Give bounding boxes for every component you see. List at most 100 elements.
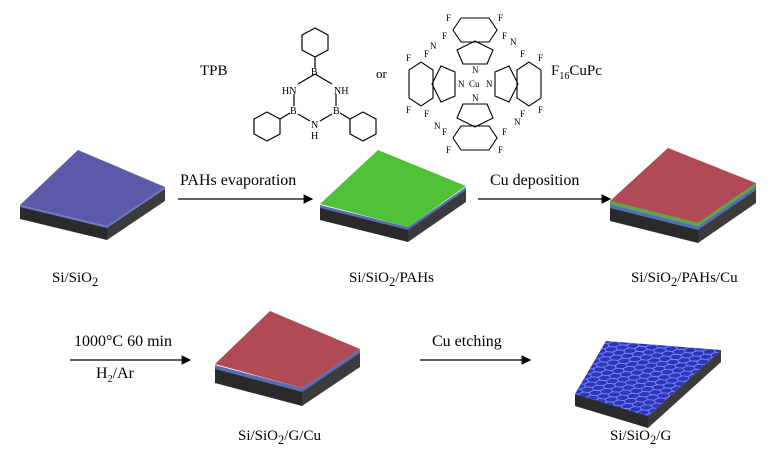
graphene-hexagon xyxy=(585,344,599,352)
or-label: or xyxy=(376,66,387,81)
fluorine-atom: F xyxy=(424,49,429,59)
graphene-hexagon xyxy=(556,396,569,402)
graphene-hexagon xyxy=(666,409,681,416)
graphene-hexagon xyxy=(640,341,654,343)
fluorine-atom: F xyxy=(538,105,543,115)
graphene-hexagon xyxy=(677,341,692,346)
graphene-hexagon xyxy=(559,391,572,397)
meso-nitrogen-atom: N xyxy=(510,37,517,47)
meso-nitrogen-atom: N xyxy=(514,117,521,127)
step3-label-line1: 1000°C 60 min xyxy=(74,333,172,350)
fluorine-atom: F xyxy=(446,14,451,23)
graphene-hexagon xyxy=(682,415,697,416)
graphene-hexagon xyxy=(588,341,602,347)
tpb-atom-b-right: B xyxy=(333,106,340,117)
graphene-hexagon xyxy=(683,397,698,404)
fluorine-atom: F xyxy=(424,109,429,119)
sample-label-graphene: Si/SiO2/G xyxy=(610,428,672,447)
graphene-hexagon xyxy=(622,335,635,341)
graphene-hexagon xyxy=(697,390,712,397)
fluorine-atom: F xyxy=(406,105,411,115)
f16cupc-label: F16CuPc xyxy=(551,63,602,82)
meso-nitrogen-atom: N xyxy=(434,121,441,131)
graphene-hexagon xyxy=(706,375,720,382)
sample-label-pahs: Si/SiO2/PAHs xyxy=(349,270,434,289)
wafer-pahs-top xyxy=(320,150,466,227)
wafer-graphene xyxy=(550,333,738,428)
tpb-atom-n-bottom: N xyxy=(311,120,318,131)
sample-label-pahs-cu: Si/SiO2/PAHs/Cu xyxy=(631,270,738,289)
tpb-phenyl-right xyxy=(349,111,377,142)
fluorine-atom: F xyxy=(538,53,543,63)
copper-atom: Cu xyxy=(469,79,480,89)
fluorine-atom: F xyxy=(498,14,503,23)
graphene-hexagon xyxy=(603,333,616,339)
graphene-hexagon xyxy=(575,369,585,377)
graphene-hexagon xyxy=(700,385,715,392)
wafer-g-cu xyxy=(215,311,360,406)
tpb-phenyl-left xyxy=(253,111,281,142)
graphene-hexagon xyxy=(667,341,681,347)
wafer-sio2-top xyxy=(20,150,165,226)
graphene-hexagon xyxy=(575,384,576,392)
graphene-hexagon xyxy=(725,345,738,351)
tpb-atom-b-left: B xyxy=(290,106,297,117)
tpb-atom-h-bottom: H xyxy=(311,131,318,142)
pyrrole-nitrogen-atom: N xyxy=(472,65,479,75)
graphene-hexagon xyxy=(691,400,706,407)
graphene-hexagon xyxy=(582,349,597,357)
graphene-hexagon xyxy=(575,364,588,372)
fluorine-atom: F xyxy=(498,145,503,154)
graphene-hexagon xyxy=(696,341,711,347)
graphene-hexagon xyxy=(694,395,709,402)
graphene-hexagon xyxy=(680,402,695,409)
graphene-hexagon xyxy=(610,341,624,343)
graphene-hexagon xyxy=(659,341,673,344)
sample-label-sio2: Si/SiO2 xyxy=(52,270,99,289)
fluorine-atom: F xyxy=(442,31,447,41)
step2-label: Cu deposition xyxy=(490,172,580,189)
fluorine-atom: F xyxy=(502,31,507,41)
graphene-hexagon xyxy=(629,341,643,344)
graphene-hexagon xyxy=(575,398,578,405)
graphene-hexagon xyxy=(575,374,582,382)
graphene-hexagon xyxy=(550,406,563,412)
graphene-hexagon xyxy=(592,335,605,341)
graphene-hexagon xyxy=(685,410,700,416)
fluorine-atom: F xyxy=(446,145,451,154)
wafer-pahs-cu xyxy=(610,148,756,243)
fluorine-atom: F xyxy=(520,109,525,119)
graphene-hexagon xyxy=(575,406,583,414)
graphene-hexagon xyxy=(715,341,721,349)
wafer-g-cu-top xyxy=(215,311,360,388)
graphene-hexagon xyxy=(677,407,692,414)
tpb-atom-nh-left: HN xyxy=(282,86,296,97)
graphene-hexagon xyxy=(704,343,719,350)
fluorine-atom: F xyxy=(502,127,507,137)
wafer-pahs xyxy=(320,150,466,242)
pyrrole-nitrogen-atom: N xyxy=(472,93,479,103)
tpb-molecule: B HN NH B B N H xyxy=(253,27,377,142)
fluorine-atom: F xyxy=(406,53,411,63)
step1-label: PAHs evaporation xyxy=(180,172,297,189)
fluorine-atom: F xyxy=(442,127,447,137)
tpb-label: TPB xyxy=(200,63,228,79)
graphene-hexagon xyxy=(575,379,579,387)
pyrrole-nitrogen-atom: N xyxy=(458,79,465,89)
step4-label: Cu etching xyxy=(432,333,502,350)
graphene-hexagon xyxy=(648,341,662,346)
step3-label-line2: H2/Ar xyxy=(96,365,134,386)
wafer-pahs-cu-top xyxy=(610,148,756,223)
graphene-hexagon xyxy=(663,414,678,416)
graphene-hexagon xyxy=(561,404,574,410)
graphene-hexagon xyxy=(720,349,721,357)
graphene-hexagon xyxy=(709,370,721,377)
graphene-hexagon xyxy=(685,341,700,349)
graphene-hexagon xyxy=(686,392,701,399)
pyrrole-nitrogen-atom: N xyxy=(486,79,493,89)
wafer-sio2 xyxy=(20,150,165,240)
graphene-hexagon xyxy=(576,359,591,367)
